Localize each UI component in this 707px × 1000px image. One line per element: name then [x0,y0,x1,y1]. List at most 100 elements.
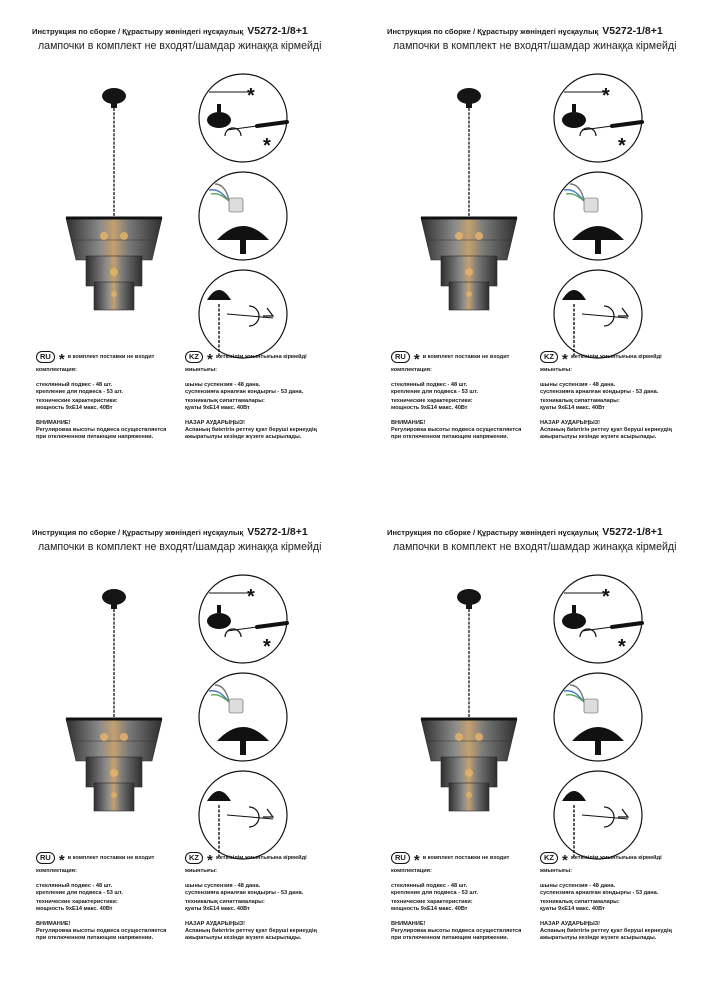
instruction-title: Инструкция по сборке / Құрастыру жөнінде… [387,526,663,538]
kz-spec-item: қуаты 9хE14 макс. 40Вт [185,906,250,913]
kz-spec-heading: техникалық сипаттамалары: [540,899,620,905]
kz-set-heading: жиынтығы: [540,868,573,874]
asterisk-icon: * [207,351,213,368]
kz-section: KZ * жеткізілім жиынтығына кірмейді жиын… [540,851,700,941]
instruction-card-bottom-left: Инструкция по сборке / Құрастыру жөнінде… [32,523,352,983]
ru-set-item: стеклянный подвес - 48 шт. [391,382,468,388]
ru-header: RU * в комплект поставки не входит [36,350,186,368]
ru-not-included-note: в комплект поставки не входит [67,855,155,861]
model-number: V5272-1/8+1 [247,526,308,538]
ru-warning-line: при отключенном питающем напряжении. [391,434,509,441]
ru-spec-heading: технические характеристики: [391,899,473,905]
chandelier-illustration [420,88,518,311]
ru-warning-line: Регулировка высоты подвеса осуществляетс… [36,427,167,434]
kz-set-item: шыны суспензия - 48 дана. [185,883,261,889]
ru-set-heading: комплектация: [36,367,77,373]
step-ceiling-mount-icon: * * [198,574,289,664]
kz-set-item: суспензияға арналған кондырғы - 53 дана. [540,890,659,897]
instruction-title: Инструкция по сборке / Құрастыру жөнінде… [387,25,663,37]
kz-spec-heading: техникалық сипаттамалары: [540,398,620,404]
kz-warning-heading: НАЗАР АУДАРЫҢЫЗ! [185,921,246,927]
instruction-card-top-right: Инструкция по сборке / Құрастыру жөнінде… [387,22,707,482]
svg-text:*: * [618,135,626,157]
ru-language-badge: RU [36,351,55,363]
kz-set-item: суспензияға арналған кондырғы - 53 дана. [185,389,304,396]
asterisk-icon: * [413,351,420,368]
svg-text:*: * [247,85,255,107]
ru-section: RU * в комплект поставки не входит компл… [36,350,186,440]
kz-not-included-note: жеткізілім жиынтығына кірмейді [570,354,662,360]
ru-spec-item: мощность 9хE14 макс. 40Вт [36,906,113,913]
kz-set-item: шыны суспензия - 48 дана. [540,883,616,889]
kz-header: KZ * жеткізілім жиынтығына кірмейді [540,350,700,368]
ru-set-heading: комплектация: [391,367,432,373]
kz-set-item: суспензияға арналған кондырғы - 53 дана. [185,890,304,897]
kz-set-item: шыны суспензия - 48 дана. [540,382,616,388]
ru-language-badge: RU [36,852,55,864]
ru-warning-line: при отключенном питающем напряжении. [391,935,509,942]
assembly-steps: * * [198,574,289,860]
bulbs-not-included-note: лампочки в комплект не входят/шамдар жин… [393,40,677,52]
ru-warning-heading: ВНИМАНИЕ! [391,420,426,426]
step-ceiling-mount-icon: * * [553,574,644,664]
model-number: V5272-1/8+1 [247,25,308,37]
ru-set-heading: комплектация: [36,868,77,874]
kz-header: KZ * жеткізілім жиынтығына кірмейді [185,350,345,368]
ru-section: RU * в комплект поставки не входит компл… [36,851,186,941]
kz-header: KZ * жеткізілім жиынтығына кірмейді [540,851,700,868]
kz-section: KZ * жеткізілім жиынтығына кірмейді жиын… [185,851,345,941]
ru-section: RU * в комплект поставки не входит компл… [391,350,541,440]
kz-language-badge: KZ [185,351,203,363]
ru-set-item: крепление для подвеса - 53 шт. [391,890,478,897]
title-text: Инструкция по сборке / Құрастыру жөнінде… [387,27,599,36]
ru-spec-heading: технические характеристики: [36,398,118,404]
kz-warning-line: ажыратылуы кезінде жүзеге асырылады. [185,935,302,942]
asterisk-icon: * [58,351,65,368]
kz-set-item: шыны суспензия - 48 дана. [185,382,261,388]
asterisk-icon: * [207,852,213,869]
ru-warning-heading: ВНИМАНИЕ! [36,921,71,927]
step-chain-height-icon [198,269,288,359]
ru-language-badge: RU [391,852,410,864]
kz-warning-heading: НАЗАР АУДАРЫҢЫЗ! [540,921,601,927]
ru-set-item: крепление для подвеса - 53 шт. [391,389,478,396]
svg-text:*: * [618,636,626,658]
kz-warning-line: Аспаның биіктігін реттеу қуат беруші кер… [185,928,317,935]
kz-language-badge: KZ [540,852,558,864]
title-text: Инструкция по сборке / Құрастыру жөнінде… [387,528,599,537]
ru-warning-line: Регулировка высоты подвеса осуществляетс… [391,427,522,434]
kz-warning-line: Аспаның биіктігін реттеу қуат беруші кер… [540,928,672,935]
ru-warning-line: при отключенном питающем напряжении. [36,434,154,441]
asterisk-icon: * [562,351,568,368]
kz-not-included-note: жеткізілім жиынтығына кірмейді [215,354,307,360]
ru-header: RU * в комплект поставки не входит [391,851,541,868]
kz-section: KZ * жеткізілім жиынтығына кірмейді жиын… [540,350,700,440]
assembly-steps: * * [553,73,644,359]
chandelier-illustration [65,589,163,812]
ru-warning-heading: ВНИМАНИЕ! [36,420,71,426]
svg-text:*: * [247,586,255,608]
model-number: V5272-1/8+1 [602,526,663,538]
svg-text:*: * [263,636,271,658]
chandelier-illustration [420,589,518,812]
kz-header: KZ * жеткізілім жиынтығына кірмейді [185,851,345,869]
step-ceiling-mount-icon: * * [553,73,644,163]
step-wire-connection-icon [553,171,643,261]
ru-spec-heading: технические характеристики: [36,899,118,905]
ru-set-item: стеклянный подвес - 48 шт. [36,382,113,388]
kz-spec-item: қуаты 9хE14 макс. 40Вт [185,405,250,412]
kz-section: KZ * жеткізілім жиынтығына кірмейді жиын… [185,350,345,440]
ru-warning-line: Регулировка высоты подвеса осуществляетс… [391,928,522,935]
kz-warning-line: Аспаның биіктігін реттеу қуат беруші кер… [540,427,672,434]
kz-spec-item: қуаты 9хE14 макс. 40Вт [540,405,605,412]
instruction-card-bottom-right: Инструкция по сборке / Құрастыру жөнінде… [387,523,707,983]
ru-section: RU * в комплект поставки не входит компл… [391,851,541,941]
svg-text:*: * [602,586,610,608]
ru-set-item: крепление для подвеса - 53 шт. [36,890,123,897]
kz-set-heading: жиынтығы: [540,367,573,373]
ru-set-item: стеклянный подвес - 48 шт. [36,883,113,889]
asterisk-icon: * [58,852,65,869]
instruction-card-top-left: Инструкция по сборке / Құрастыру жөнінде… [32,22,352,482]
kz-warning-line: ажыратылуы кезінде жүзеге асырылады. [540,434,657,441]
kz-spec-item: қуаты 9хE14 макс. 40Вт [540,906,605,913]
